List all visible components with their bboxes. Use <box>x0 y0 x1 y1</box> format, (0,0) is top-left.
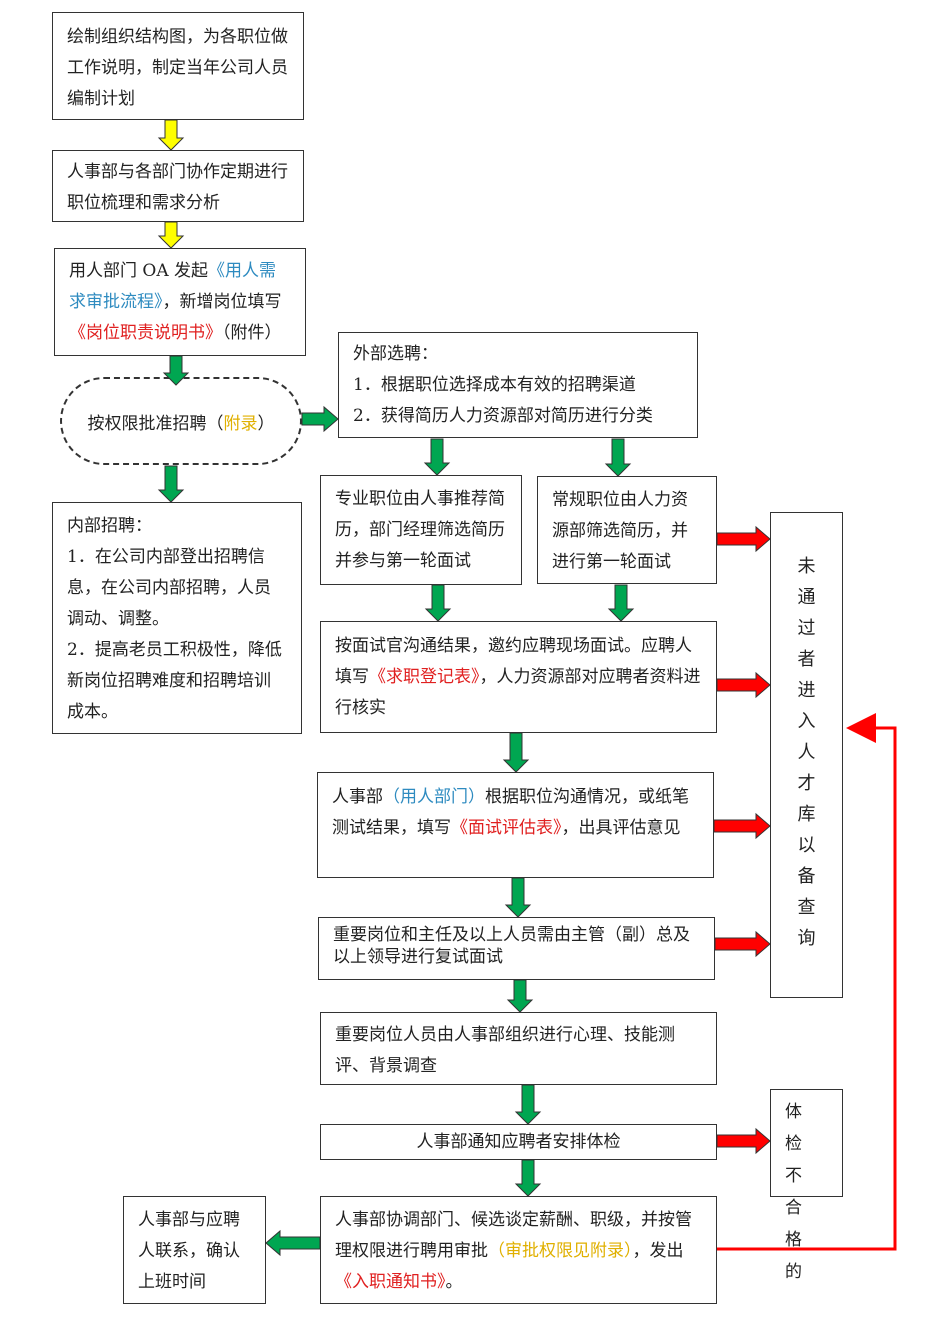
step-medical-exam: 人事部通知应聘者安排体检 <box>320 1124 717 1160</box>
arrow-13-14 <box>514 1159 542 1197</box>
text-pre: 用人部门 OA 发起 <box>69 261 209 281</box>
text-post: ） <box>257 413 275 434</box>
text-post: （附件） <box>222 323 282 343</box>
arrow-9-10 <box>502 732 530 773</box>
step-internal-recruitment: 内部招聘： 1．在公司内部登出招聘信息，在公司内部招聘，人员调动、调整。 2．提… <box>52 502 302 734</box>
text-post: 。 <box>445 1272 463 1292</box>
step-onsite-interview: 按面试官沟通结果，邀约应聘现场面试。应聘人填写《求职登记表》，人力资源部对应聘者… <box>320 621 717 733</box>
link-appendix[interactable]: 附录 <box>223 413 258 434</box>
link-hiring-dept[interactable]: （用人部门） <box>383 787 485 807</box>
talent-pool-box: 未通过者进入人才库以备查询 <box>770 512 843 998</box>
arrow-4-6 <box>301 405 339 433</box>
step-professional-screening: 专业职位由人事推荐简历，部门经理筛选简历并参与第一轮面试 <box>320 475 522 585</box>
text-pre: 人事部协调部门、候选谈定薪酬、职级，并按管理权限进行聘用审批 <box>335 1210 692 1261</box>
step-contact-candidate-text: 人事部与应聘人联系，确认上班时间 <box>138 1210 240 1292</box>
step-position-analysis-text: 人事部与各部门协作定期进行职位梳理和需求分析 <box>67 162 288 213</box>
talent-pool-text: 未通过者进入人才库以备查询 <box>797 556 816 949</box>
external-title: 外部选聘： <box>353 344 438 364</box>
step-oa-request: 用人部门 OA 发起《用人需求审批流程》，新增岗位填写《岗位职责说明书》（附件） <box>54 248 306 356</box>
step-org-chart-text: 绘制组织结构图，为各职位做工作说明，制定当年公司人员编制计划 <box>67 27 288 109</box>
arrow-13-medical <box>716 1127 771 1155</box>
arrow-6-7 <box>423 438 451 476</box>
step-regular-screening-text: 常规职位由人力资源部筛选简历，并进行第一轮面试 <box>552 490 688 572</box>
internal-item-2: 2．提高老员工积极性，降低新岗位招聘难度和招聘培训成本。 <box>67 640 282 722</box>
step-onsite-interview-text: 按面试官沟通结果，邀约应聘现场面试。应聘人填写《求职登记表》，人力资源部对应聘者… <box>335 631 702 724</box>
doc-application-form[interactable]: 《求职登记表》 <box>369 667 480 687</box>
step-evaluation-text: 人事部（用人部门）根据职位沟通情况，或纸笔测试结果，填写《面试评估表》，出具评估… <box>332 782 699 844</box>
arrow-12-13 <box>514 1084 542 1125</box>
arrow-8-talent <box>716 525 771 553</box>
external-item-1: 1．根据职位选择成本有效的招聘渠道 <box>353 375 636 395</box>
text-mid: ，发出 <box>632 1241 684 1261</box>
arrow-1-2 <box>157 119 185 151</box>
step-contact-candidate: 人事部与应聘人联系，确认上班时间 <box>123 1196 266 1304</box>
arrow-10-talent <box>713 812 771 840</box>
text-mid: ，新增岗位填写 <box>162 292 282 312</box>
return-line <box>717 713 897 1251</box>
internal-title: 内部招聘： <box>67 516 152 536</box>
step-assessment-text: 重要岗位人员由人事部组织进行心理、技能测评、背景调查 <box>335 1025 675 1076</box>
arrow-14-15 <box>265 1229 321 1257</box>
step-professional-screening-text: 专业职位由人事推荐简历，部门经理筛选简历并参与第一轮面试 <box>335 489 505 571</box>
step-assessment: 重要岗位人员由人事部组织进行心理、技能测评、背景调查 <box>320 1012 717 1085</box>
step-hiring-approval-text: 人事部协调部门、候选谈定薪酬、职级，并按管理权限进行聘用审批（审批权限见附录），… <box>335 1205 702 1298</box>
step-hiring-approval: 人事部协调部门、候选谈定薪酬、职级，并按管理权限进行聘用审批（审批权限见附录），… <box>320 1196 717 1304</box>
medical-fail-box: 体检不合格的 <box>770 1089 843 1282</box>
arrow-7-9 <box>424 584 452 622</box>
arrow-10-11 <box>504 877 532 918</box>
doc-interview-evaluation[interactable]: 《面试评估表》 <box>451 818 562 838</box>
step-evaluation: 人事部（用人部门）根据职位沟通情况，或纸笔测试结果，填写《面试评估表》，出具评估… <box>317 772 714 878</box>
step-approve-recruitment-text: 按权限批准招聘（附录） <box>88 409 275 434</box>
arrow-4-5 <box>157 465 185 503</box>
link-demand-approval[interactable]: 《用人需求审批流程》 <box>69 261 277 312</box>
step-external-recruitment: 外部选聘： 1．根据职位选择成本有效的招聘渠道 2．获得简历人力资源部对简历进行… <box>338 332 698 438</box>
arrow-3-4 <box>162 355 190 386</box>
arrow-8-9 <box>607 584 635 622</box>
arrow-11-12 <box>506 979 534 1013</box>
doc-job-description[interactable]: 《岗位职责说明书》 <box>69 323 222 343</box>
step-position-analysis: 人事部与各部门协作定期进行职位梳理和需求分析 <box>52 150 304 222</box>
arrow-6-8 <box>604 438 632 477</box>
link-approval-authority[interactable]: （审批权限见附录） <box>488 1241 633 1261</box>
arrow-9-talent <box>716 671 771 699</box>
step-second-interview-text: 重要岗位和主任及以上人员需由主管（副）总及以上领导进行复试面试 <box>333 925 690 967</box>
text-post: ，出具评估意见 <box>561 818 681 838</box>
step-org-chart: 绘制组织结构图，为各职位做工作说明，制定当年公司人员编制计划 <box>52 12 304 120</box>
arrow-2-3 <box>157 221 185 249</box>
text-pre: 人事部 <box>332 787 383 807</box>
text-pre: 按权限批准招聘（ <box>87 413 224 434</box>
step-second-interview: 重要岗位和主任及以上人员需由主管（副）总及以上领导进行复试面试 <box>318 917 715 980</box>
text-mid: 根据职位沟通情况，或纸笔测试结果，填写 <box>332 787 689 838</box>
external-item-2: 2．获得简历人力资源部对简历进行分类 <box>353 406 653 426</box>
text-pre: 按面试官沟通结果，邀约应聘现场面试。应聘人填写 <box>335 636 692 687</box>
step-regular-screening: 常规职位由人力资源部筛选简历，并进行第一轮面试 <box>537 476 717 584</box>
doc-offer-letter[interactable]: 《入职通知书》 <box>335 1272 446 1292</box>
step-oa-request-text: 用人部门 OA 发起《用人需求审批流程》，新增岗位填写《岗位职责说明书》（附件） <box>69 256 291 349</box>
step-medical-exam-text: 人事部通知应聘者安排体检 <box>416 1132 621 1152</box>
arrow-11-talent <box>714 930 771 958</box>
internal-item-1: 1．在公司内部登出招聘信息，在公司内部招聘，人员调动、调整。 <box>67 547 271 629</box>
medical-fail-text: 体检不合格的 <box>785 1102 808 1282</box>
text-post: ，人力资源部对应聘者资料进行核实 <box>335 667 701 718</box>
